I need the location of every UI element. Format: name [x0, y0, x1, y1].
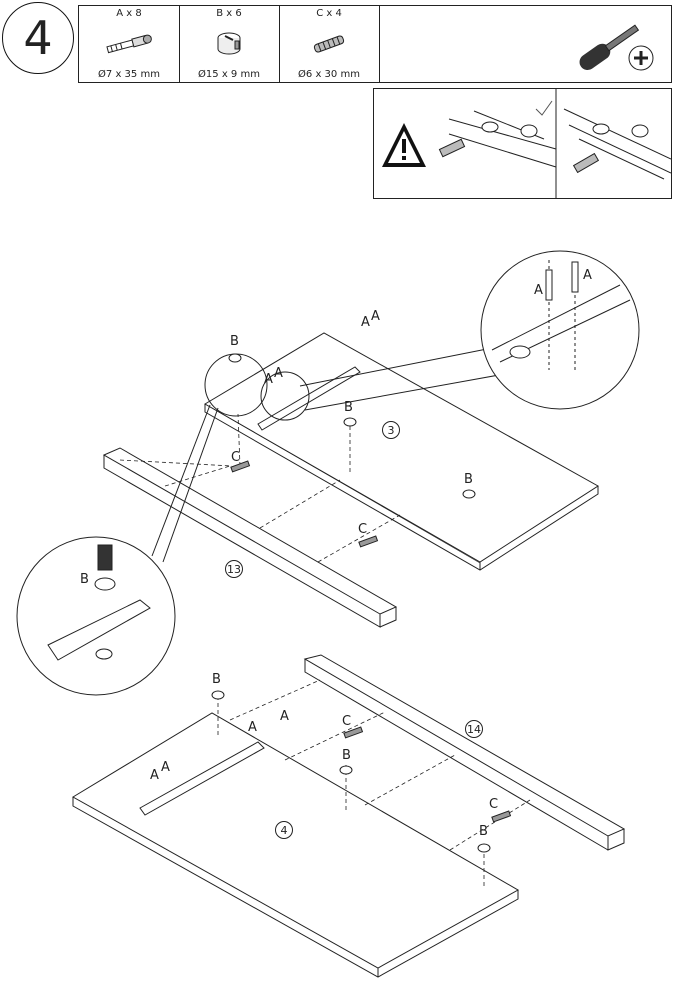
- label-a: A: [161, 760, 170, 775]
- part-c-dimension: Ø6 x 30 mm: [298, 69, 360, 80]
- panel-4: [72, 712, 520, 978]
- part-b: B x 6 Ø15 x 9 mm: [179, 6, 280, 82]
- label-a: A: [534, 283, 543, 298]
- cam-bolt-icon: [106, 34, 152, 54]
- label-a: A: [361, 315, 370, 330]
- warning-diagram: [382, 89, 672, 198]
- part-c-qty: C x 4: [316, 8, 342, 19]
- warning-triangle-icon: [382, 123, 426, 167]
- label-b: B: [344, 400, 353, 415]
- label-b: B: [479, 824, 488, 839]
- warning-box: [373, 88, 672, 199]
- label-b: B: [342, 748, 351, 763]
- label-c: C: [231, 450, 241, 465]
- rail-13: [102, 447, 398, 628]
- step-number: 4: [2, 2, 74, 74]
- label-b: B: [212, 672, 221, 687]
- part-a-dimension: Ø7 x 35 mm: [98, 69, 160, 80]
- part-b-dimension: Ø15 x 9 mm: [198, 69, 260, 80]
- rail-14: [303, 654, 626, 851]
- label-a: A: [371, 309, 380, 324]
- label-c: C: [358, 522, 368, 537]
- label-a: A: [264, 372, 273, 387]
- panel-number-3: 3: [382, 421, 400, 439]
- panel-number-4: 4: [275, 821, 293, 839]
- phillips-screwdriver-icon: [579, 24, 654, 71]
- checkmark-icon: [535, 100, 553, 116]
- label-a: A: [248, 720, 257, 735]
- label-c: C: [342, 714, 352, 729]
- label-a: A: [583, 268, 592, 283]
- wooden-dowel-icon: [313, 35, 345, 53]
- rail-number-13: 13: [225, 560, 243, 578]
- label-c: C: [489, 797, 499, 812]
- parts-list: A x 8 Ø7 x 35 mm B x 6 Ø15 x 9 mm C x 4: [78, 5, 672, 83]
- label-a: A: [274, 366, 283, 381]
- label-a: A: [150, 768, 159, 783]
- part-a-qty: A x 8: [116, 8, 142, 19]
- part-c: C x 4 Ø6 x 30 mm: [279, 6, 380, 82]
- label-b: B: [464, 472, 473, 487]
- rail-number-14: 14: [465, 720, 483, 738]
- part-b-qty: B x 6: [216, 8, 242, 19]
- detail-circle-cam-bolts: [480, 250, 640, 410]
- label-b: B: [80, 572, 89, 587]
- detail-circle-cam-lock: [16, 536, 176, 696]
- label-a: A: [280, 709, 289, 724]
- cam-lock-icon: [217, 32, 241, 55]
- part-a: A x 8 Ø7 x 35 mm: [79, 6, 180, 82]
- label-b: B: [230, 334, 239, 349]
